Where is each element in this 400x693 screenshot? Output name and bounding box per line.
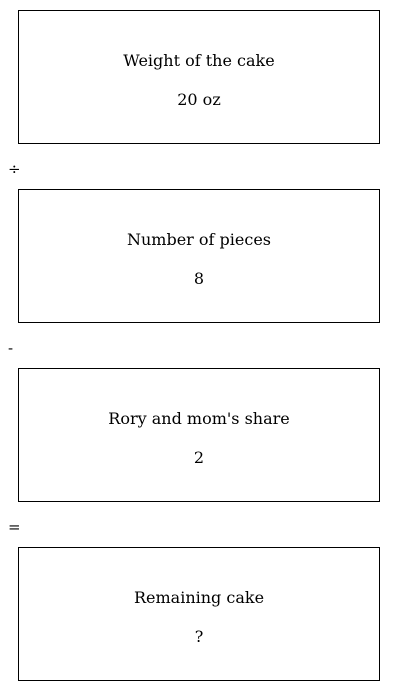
number-of-pieces-box: Number of pieces 8 xyxy=(18,189,380,323)
box-value: 20 oz xyxy=(177,90,221,109)
box-label: Remaining cake xyxy=(133,588,265,607)
box-label: Number of pieces xyxy=(126,230,272,249)
minus-operator: - xyxy=(8,339,14,357)
box-value: 2 xyxy=(193,448,205,467)
box-value: 8 xyxy=(193,269,205,288)
equals-operator: = xyxy=(8,518,21,536)
cake-weight-box: Weight of the cake 20 oz xyxy=(18,10,380,144)
divide-operator: ÷ xyxy=(8,160,21,178)
box-label: Rory and mom's share xyxy=(108,409,290,428)
box-label: Weight of the cake xyxy=(123,51,275,70)
share-box: Rory and mom's share 2 xyxy=(18,368,380,502)
remaining-cake-box: Remaining cake ? xyxy=(18,547,380,681)
box-value: ? xyxy=(194,627,204,646)
